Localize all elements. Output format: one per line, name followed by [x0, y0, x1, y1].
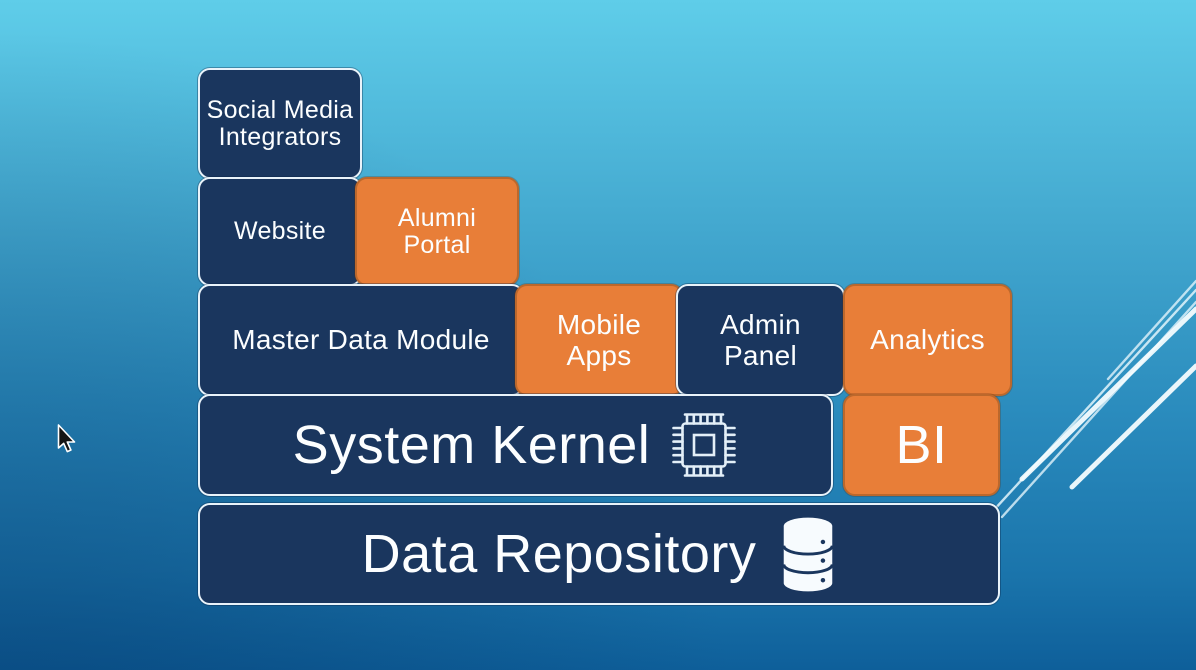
box-admin-panel: Admin Panel	[676, 284, 845, 396]
box-analytics: Analytics	[843, 284, 1012, 396]
box-system-kernel: System Kernel	[198, 394, 833, 496]
cpu-chip-icon	[672, 413, 737, 477]
box-label: Social Media Integrators	[206, 96, 354, 151]
box-master-data-module: Master Data Module	[198, 284, 524, 396]
box-data-repository: Data Repository	[198, 503, 1000, 605]
box-label: BI	[895, 415, 948, 475]
box-label: Mobile Apps	[556, 308, 642, 371]
box-label: Master Data Module	[232, 324, 490, 356]
box-label: System Kernel	[292, 415, 651, 475]
box-label: Alumni Portal	[397, 204, 477, 259]
database-icon	[782, 517, 835, 592]
box-label: Data Repository	[361, 524, 757, 584]
box-label: Analytics	[870, 324, 985, 356]
box-mobile-apps: Mobile Apps	[515, 284, 683, 396]
box-label: Website	[234, 217, 326, 246]
box-bi: BI	[843, 394, 1000, 496]
arrow-cursor-icon	[57, 424, 76, 453]
box-alumni-portal: Alumni Portal	[355, 177, 519, 286]
box-label: Admin Panel	[720, 308, 801, 371]
box-website: Website	[198, 177, 362, 286]
box-social-media-integrators: Social Media Integrators	[198, 68, 362, 179]
